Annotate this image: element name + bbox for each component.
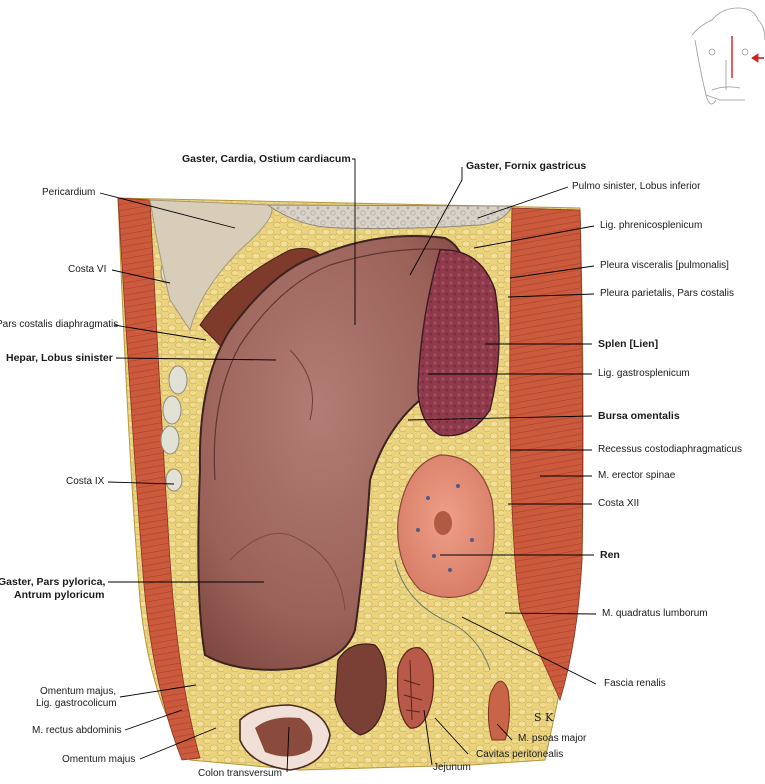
label-costa-xii: Costa XII <box>598 498 640 509</box>
fascia-renalis <box>394 559 491 671</box>
label-rectus: M. rectus abdominis <box>32 725 122 736</box>
label-fascia: Fascia renalis <box>604 678 666 689</box>
ribs-left <box>160 258 188 492</box>
label-pericardium: Pericardium <box>42 187 96 198</box>
label-costa-vi: Costa VI <box>68 264 107 275</box>
spleen <box>417 249 500 437</box>
body-orientation-icon <box>691 7 765 105</box>
abdominal-wall-muscle <box>117 197 201 761</box>
label-costa-ix: Costa IX <box>66 476 105 487</box>
psoas <box>487 680 510 741</box>
artist-signature: S K <box>534 711 554 724</box>
lung <box>266 204 513 230</box>
label-gaster-pylorica-1: Gaster, Pars pylorica, <box>0 576 106 588</box>
label-cardia: Gaster, Cardia, Ostium cardiacum <box>182 153 351 165</box>
label-gaster-pylorica-2: Antrum pyloricum <box>14 589 105 601</box>
label-omentum-majus-gastrocolicum-2: Lig. gastrocolicum <box>36 698 117 709</box>
label-recessus: Recessus costodiaphragmaticus <box>598 444 742 455</box>
label-phrenicosplenicum: Lig. phrenicosplenicum <box>600 220 703 231</box>
label-quadratus: M. quadratus lumborum <box>602 608 708 619</box>
pericardium <box>149 199 273 332</box>
label-hepar: Hepar, Lobus sinister <box>6 352 113 364</box>
label-omentum-majus: Omentum majus <box>62 754 136 765</box>
label-ren: Ren <box>600 549 620 561</box>
label-pulmo: Pulmo sinister, Lobus inferior <box>572 181 701 192</box>
label-bursa: Bursa omentalis <box>598 410 680 422</box>
label-gastrosplenicum: Lig. gastrosplenicum <box>598 368 690 379</box>
jejunum-loop <box>396 647 435 729</box>
back-muscle <box>509 207 584 702</box>
label-colon: Colon transversum <box>198 768 282 779</box>
label-jejunum: Jejunum <box>433 762 471 773</box>
label-omentum-majus-gastrocolicum-1: Omentum majus, <box>40 686 117 697</box>
label-pars-costalis: Pars costalis diaphragmatis <box>0 319 119 330</box>
label-splen: Splen [Lien] <box>598 338 659 350</box>
leader-lines <box>99 158 597 773</box>
jejunum <box>334 643 387 736</box>
label-pleura-parietalis: Pleura parietalis, Pars costalis <box>600 288 734 299</box>
label-pleura-visceralis: Pleura visceralis [pulmonalis] <box>600 260 729 271</box>
label-psoas: M. psoas major <box>518 733 587 744</box>
label-cavitas: Cavitas peritonealis <box>476 749 564 760</box>
label-erector: M. erector spinae <box>598 470 676 481</box>
label-fornix: Gaster, Fornix gastricus <box>466 160 587 172</box>
